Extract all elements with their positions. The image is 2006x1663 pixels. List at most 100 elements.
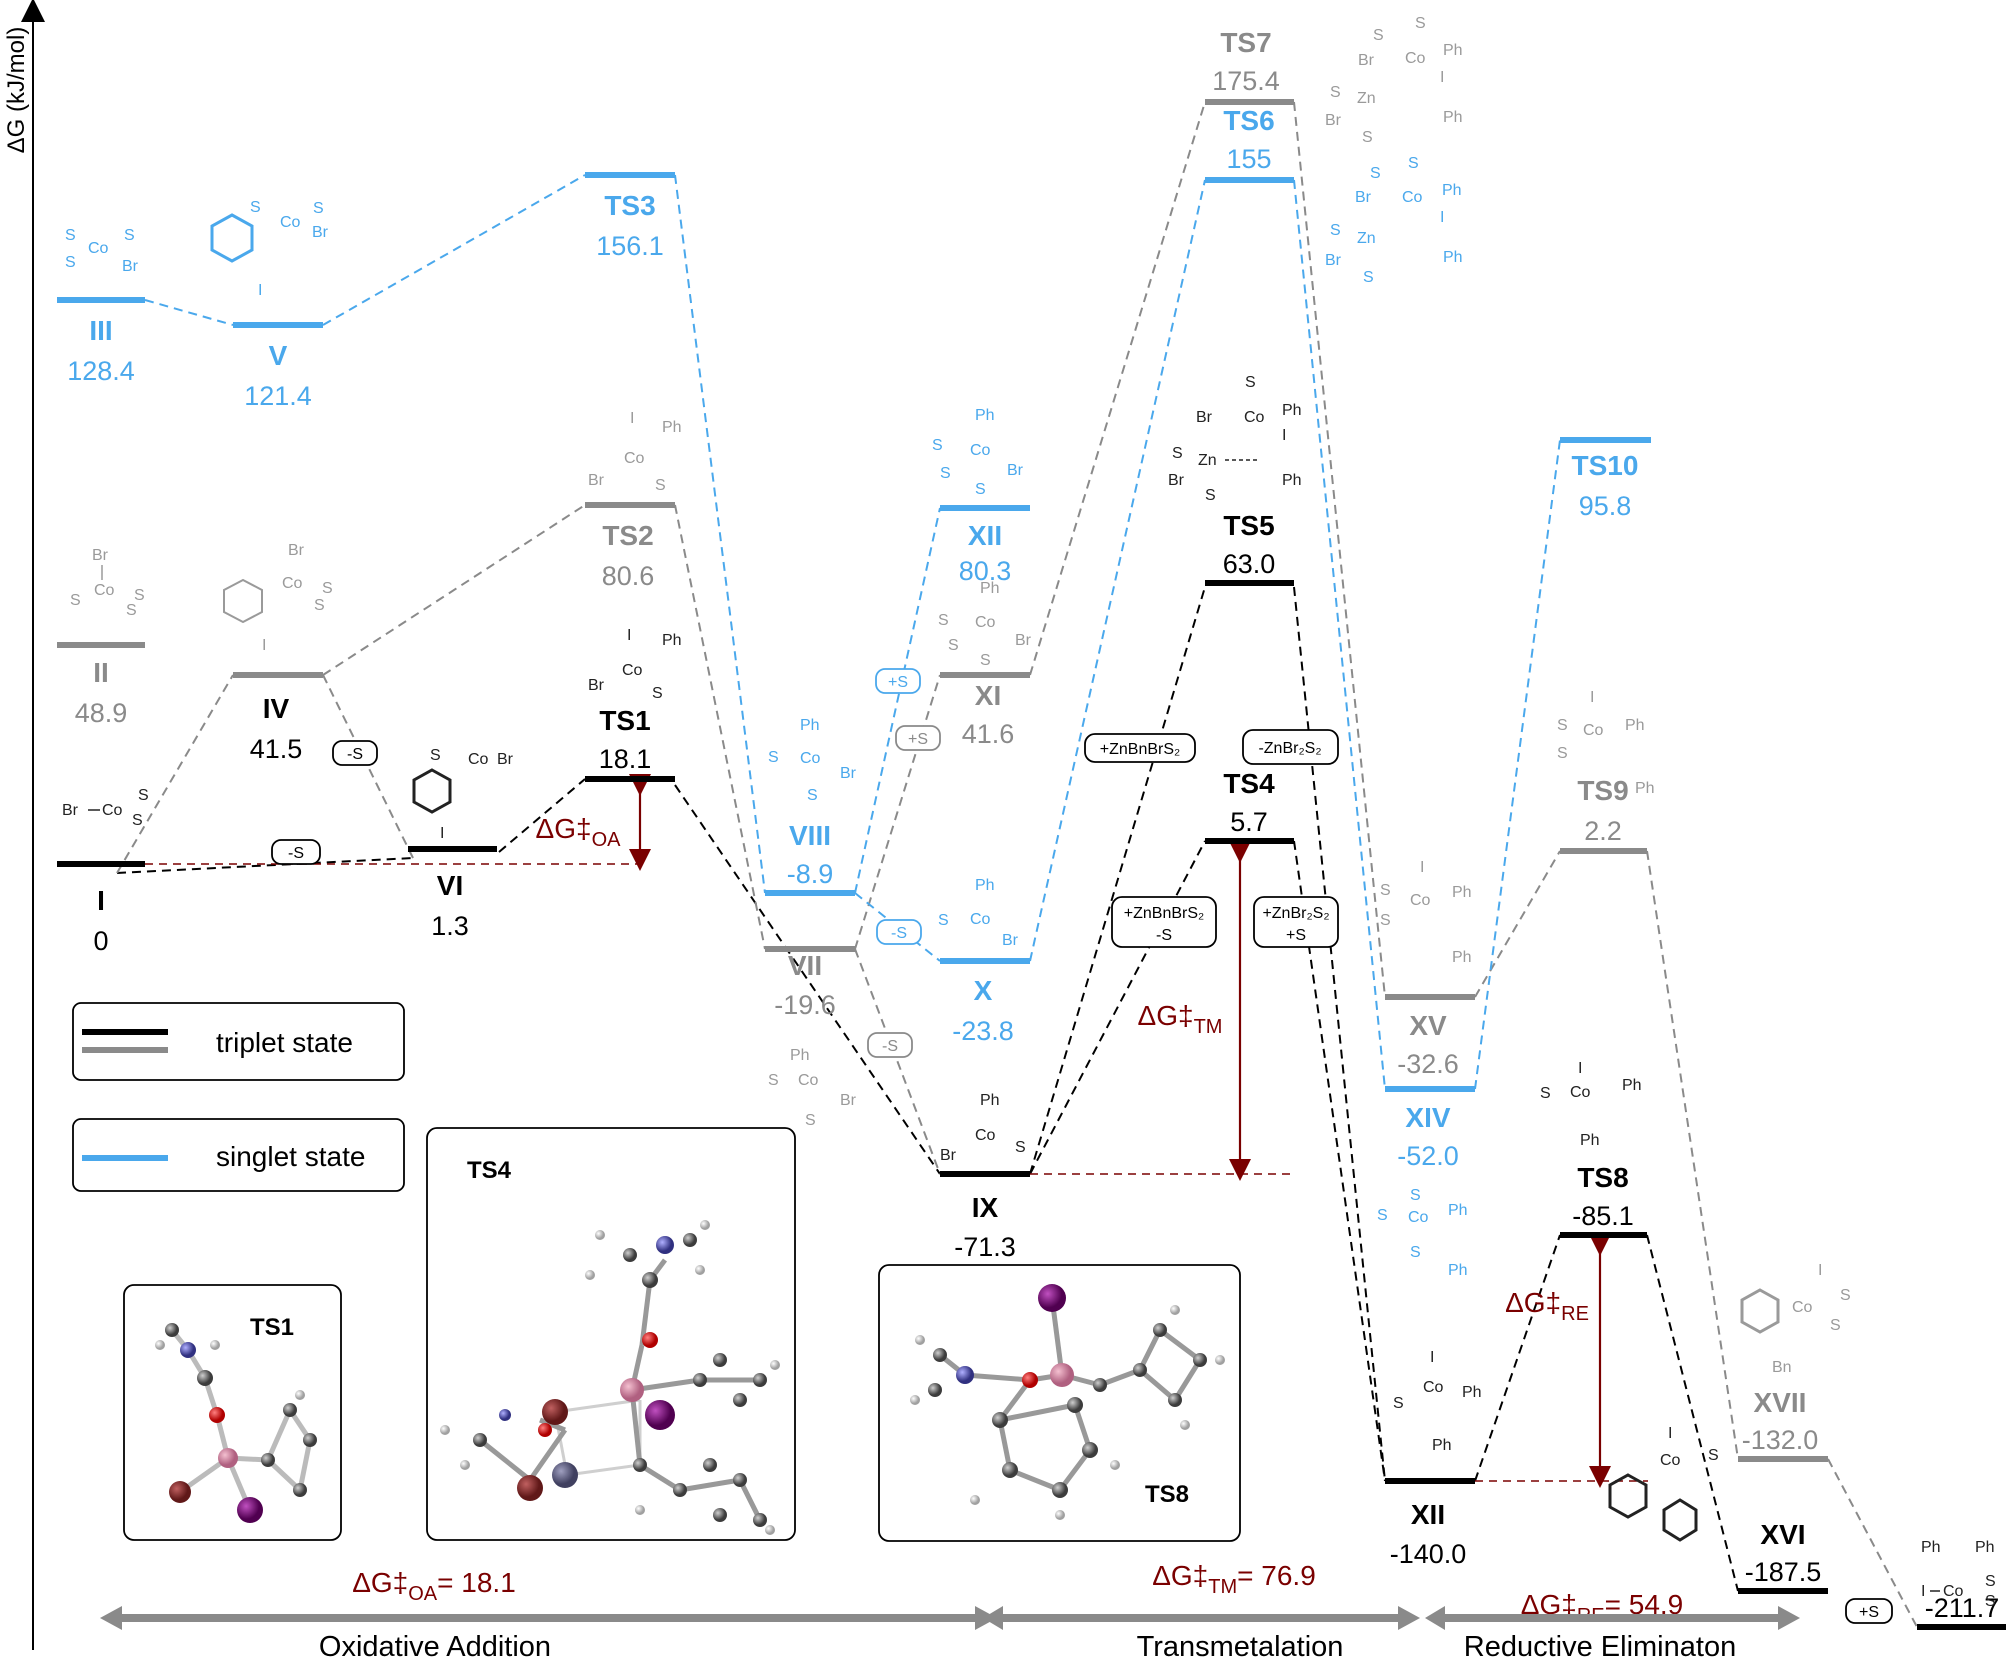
- svg-text:S: S: [938, 612, 949, 629]
- connector: [674, 174, 766, 894]
- svg-text:S: S: [1408, 155, 1419, 172]
- inset-ts4-box: [426, 1127, 796, 1541]
- structure-VIII: Ph S Co Br S: [768, 717, 857, 804]
- inset-ts8-structure: [910, 1284, 1225, 1520]
- connector: [498, 778, 586, 853]
- svg-text:Br: Br: [1168, 472, 1185, 489]
- svg-text:Co: Co: [1244, 409, 1265, 426]
- connector: [854, 948, 941, 1175]
- svg-text:Br: Br: [1002, 932, 1019, 949]
- svg-text:Zn: Zn: [1357, 230, 1376, 247]
- value-TS1: 18.1: [599, 744, 652, 774]
- svg-text:S: S: [975, 481, 986, 498]
- connector: [1293, 586, 1386, 1482]
- label-VII: VII: [788, 950, 822, 981]
- svg-text:Co: Co: [1792, 1299, 1813, 1316]
- tag-minus-s: -S: [1156, 927, 1172, 944]
- value-XV: -32.6: [1397, 1049, 1459, 1079]
- tag-minus-s: -S: [882, 1038, 898, 1055]
- value-XIV: -52.0: [1397, 1141, 1459, 1171]
- svg-text:Ph: Ph: [980, 1092, 1000, 1109]
- label-VIII: VIII: [789, 820, 831, 851]
- svg-text:S: S: [1330, 222, 1341, 239]
- structure-TS1: I Ph Co Br S: [588, 627, 682, 702]
- tag-box: [875, 668, 921, 694]
- svg-text:Ph: Ph: [980, 580, 1000, 597]
- structure-TS8: I Co Ph S Ph: [1540, 1060, 1642, 1149]
- svg-text:Ph: Ph: [1622, 1077, 1642, 1094]
- svg-text:S: S: [132, 812, 143, 829]
- inset-ts4-structure: [440, 1220, 780, 1535]
- svg-text:Ph: Ph: [1452, 884, 1472, 901]
- label-TS4: TS4: [1223, 768, 1275, 799]
- label-TS6: TS6: [1223, 105, 1274, 136]
- barrier-oa-total: ΔG‡OA= 18.1: [352, 1567, 516, 1605]
- svg-text:Ph: Ph: [790, 1047, 810, 1064]
- svg-text:Co: Co: [970, 911, 991, 928]
- svg-text:Co: Co: [975, 1127, 996, 1144]
- svg-text:Co: Co: [624, 450, 645, 467]
- barrier-tm-inline: ΔG‡TM: [1138, 1000, 1223, 1038]
- section-oxidative-addition: Oxidative Addition: [319, 1631, 551, 1658]
- value-IV: 41.5: [250, 734, 303, 764]
- tag-box: [1242, 729, 1339, 765]
- inset-ts8-box: [878, 1264, 1241, 1542]
- label-TS3: TS3: [604, 190, 655, 221]
- label-II: II: [93, 657, 109, 688]
- svg-text:S: S: [430, 747, 441, 764]
- svg-text:S: S: [805, 1112, 816, 1129]
- svg-text:S: S: [1370, 165, 1381, 182]
- svg-text:Br: Br: [1325, 252, 1342, 269]
- value-X: -23.8: [952, 1016, 1014, 1046]
- svg-text:Br: Br: [1007, 462, 1024, 479]
- value-VII: -19.6: [774, 990, 836, 1020]
- value-VI: 1.3: [431, 911, 469, 941]
- structure-VI: S Co Br I: [412, 747, 514, 842]
- svg-text:Br: Br: [1355, 189, 1372, 206]
- svg-text:S: S: [1410, 1244, 1421, 1261]
- svg-text:Ph: Ph: [1448, 1202, 1468, 1219]
- svg-text:S: S: [322, 580, 333, 597]
- svg-text:Ph: Ph: [975, 877, 995, 894]
- legend-triplet-label: triplet state: [216, 1027, 353, 1058]
- svg-text:Co: Co: [1570, 1084, 1591, 1101]
- connector: [1029, 840, 1206, 1175]
- label-XII: XII: [1411, 1499, 1445, 1530]
- svg-text:S: S: [1840, 1287, 1851, 1304]
- svg-text:Co: Co: [1660, 1452, 1681, 1469]
- structure-TS7: S S Br Co Ph I S Zn Br S Ph: [1325, 15, 1463, 146]
- connector: [1029, 586, 1206, 1175]
- value-VIII: -8.9: [787, 859, 834, 889]
- svg-text:S: S: [768, 749, 779, 766]
- svg-text:Ph: Ph: [1452, 949, 1472, 966]
- tag-add-znbnbrs2: +ZnBnBrS₂: [1100, 741, 1180, 758]
- svg-text:S: S: [652, 685, 663, 702]
- svg-text:S: S: [134, 587, 145, 604]
- svg-text:S: S: [1380, 882, 1391, 899]
- structure-final: Ph Ph I Co S S: [1921, 1539, 1996, 1610]
- label-III: III: [89, 315, 112, 346]
- svg-text:Br: Br: [288, 542, 305, 559]
- svg-text:I: I: [1578, 1060, 1582, 1077]
- svg-text:Ph: Ph: [800, 717, 820, 734]
- inset-ts1-box: [123, 1284, 342, 1541]
- svg-text:I: I: [630, 410, 634, 427]
- structure-I: Br Co S S: [62, 787, 149, 829]
- value-TS9: 2.2: [1584, 816, 1622, 846]
- svg-text:S: S: [980, 652, 991, 669]
- tag-plus-s: +S: [1859, 1604, 1879, 1621]
- svg-text:S: S: [932, 437, 943, 454]
- value-TS5: 63.0: [1223, 549, 1276, 579]
- svg-text:I: I: [1818, 1262, 1822, 1279]
- label-XI: XI: [975, 680, 1001, 711]
- svg-text:S: S: [1362, 129, 1373, 146]
- connector: [674, 784, 941, 1175]
- svg-text:I: I: [1590, 689, 1594, 706]
- label-IV: IV: [263, 693, 290, 724]
- svg-text:I: I: [1430, 1349, 1434, 1366]
- svg-text:S: S: [1172, 445, 1183, 462]
- svg-text:Co: Co: [1943, 1583, 1964, 1600]
- svg-text:S: S: [948, 637, 959, 654]
- connector: [144, 299, 234, 326]
- connector: [1646, 850, 1739, 1460]
